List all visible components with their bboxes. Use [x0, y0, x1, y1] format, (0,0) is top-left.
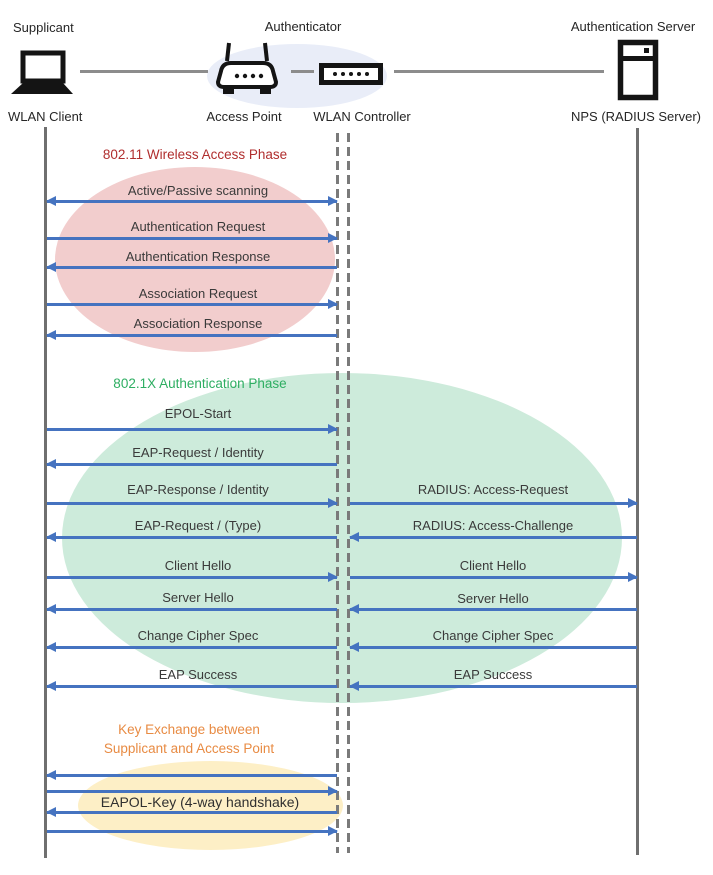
- laptop-icon: [11, 50, 73, 94]
- access-point-icon: [215, 42, 279, 94]
- arrow-client-hello-left: [47, 572, 338, 581]
- arrow-eap-response-identity: [47, 498, 338, 507]
- role-authentication-server: Authentication Server: [570, 19, 696, 34]
- arrow-association-response: [46, 330, 337, 339]
- arrow-server-hello-left: [46, 604, 337, 613]
- node-label-access-point: Access Point: [206, 109, 282, 124]
- role-authenticator: Authenticator: [264, 19, 342, 34]
- connector-line: [80, 70, 208, 73]
- arrow-eap-request-type: [46, 532, 337, 541]
- controller-lifeline-dashed-right: [347, 133, 350, 853]
- server-icon: [617, 39, 659, 101]
- message-label-eap-success-left: EAP Success: [158, 667, 238, 682]
- message-label-server-hello-right: Server Hello: [457, 591, 529, 606]
- phase-title-80211: 802.11 Wireless Access Phase: [102, 147, 288, 162]
- arrow-client-hello-right: [350, 572, 638, 581]
- message-label-server-hello-left: Server Hello: [162, 590, 234, 605]
- arrow-key-exchange-3: [46, 807, 337, 816]
- arrow-server-hello-right: [349, 604, 637, 613]
- connector-line: [291, 70, 314, 73]
- arrow-change-cipher-right: [349, 642, 637, 651]
- arrow-authentication-response: [46, 262, 337, 271]
- phase-80211-ellipse: [55, 167, 335, 352]
- node-label-wlan-client: WLAN Client: [8, 109, 83, 124]
- message-label-eapol-key: EAPOL-Key (4-way handshake): [100, 794, 300, 810]
- message-label-radius-access-challenge: RADIUS: Access-Challenge: [412, 518, 574, 533]
- message-label-change-cipher-right: Change Cipher Spec: [432, 628, 554, 643]
- arrow-radius-access-challenge: [349, 532, 637, 541]
- message-label-client-hello-right: Client Hello: [459, 558, 527, 573]
- arrow-association-request: [47, 299, 338, 308]
- phase-title-key-exchange-line2: Supplicant and Access Point: [103, 741, 275, 756]
- message-label-radius-access-request: RADIUS: Access-Request: [417, 482, 569, 497]
- message-label-authentication-request: Authentication Request: [130, 219, 266, 234]
- connector-line: [394, 70, 604, 73]
- message-label-eap-response-identity: EAP-Response / Identity: [127, 482, 269, 497]
- message-label-eap-request-type: EAP-Request / (Type): [134, 518, 262, 533]
- message-label-client-hello-left: Client Hello: [164, 558, 232, 573]
- message-label-authentication-response: Authentication Response: [125, 249, 271, 264]
- message-label-scanning: Active/Passive scanning: [127, 183, 269, 198]
- phase-title-key-exchange-line1: Key Exchange between: [118, 722, 260, 737]
- arrow-authentication-request: [47, 233, 338, 242]
- message-label-change-cipher-left: Change Cipher Spec: [137, 628, 259, 643]
- node-label-wlan-controller: WLAN Controller: [313, 109, 411, 124]
- arrow-epol-start: [47, 424, 338, 433]
- arrow-radius-access-request: [350, 498, 638, 507]
- arrow-key-exchange-4: [47, 826, 338, 835]
- phase-title-8021x: 802.1X Authentication Phase: [113, 376, 287, 391]
- message-label-eap-success-right: EAP Success: [453, 667, 533, 682]
- arrow-eap-success-left: [46, 681, 337, 690]
- arrow-eap-request-identity: [46, 459, 337, 468]
- message-label-association-response: Association Response: [133, 316, 263, 331]
- controller-lifeline-dashed-left: [336, 133, 339, 853]
- wlan-controller-icon: [319, 63, 383, 85]
- message-label-epol-start: EPOL-Start: [164, 406, 232, 421]
- arrow-key-exchange-1: [46, 770, 337, 779]
- arrow-change-cipher-left: [46, 642, 337, 651]
- supplicant-lifeline: [44, 127, 47, 858]
- role-supplicant: Supplicant: [13, 20, 74, 35]
- arrow-scanning-bidirectional: [46, 196, 338, 205]
- arrow-eap-success-right: [349, 681, 637, 690]
- server-lifeline: [636, 128, 639, 855]
- arrow-key-exchange-2: [47, 786, 338, 795]
- message-label-eap-request-identity: EAP-Request / Identity: [132, 445, 264, 460]
- message-label-association-request: Association Request: [138, 286, 258, 301]
- node-label-nps: NPS (RADIUS Server): [570, 109, 702, 124]
